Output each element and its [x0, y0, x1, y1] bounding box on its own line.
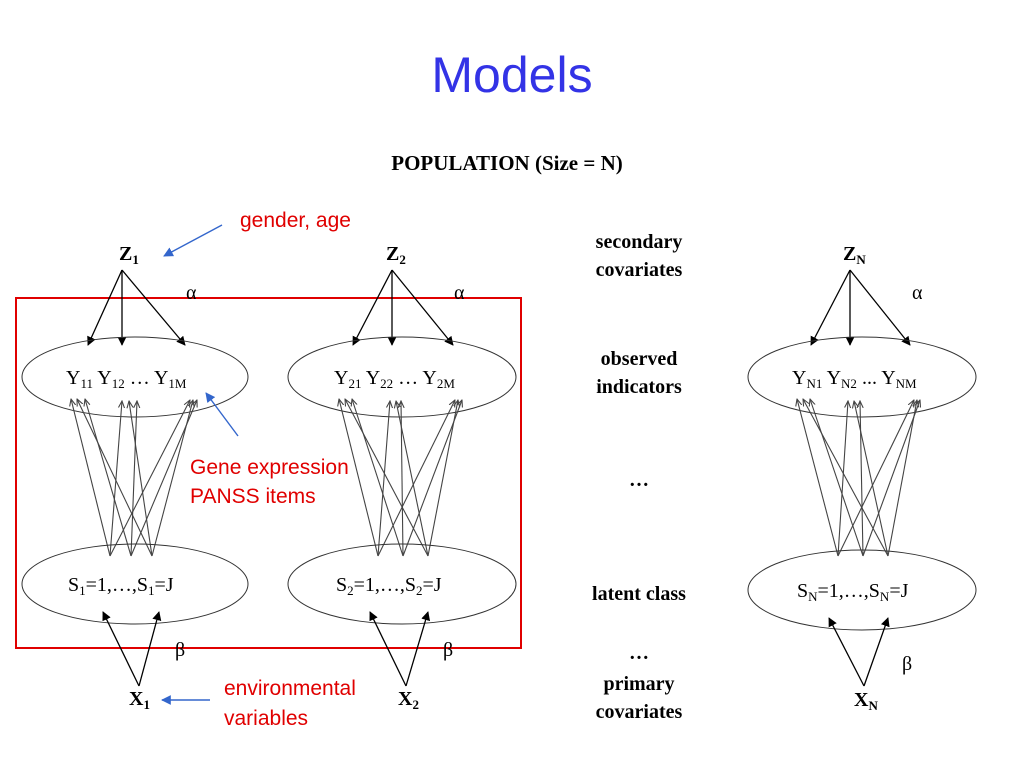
label-covariates-secondary: covariates: [596, 259, 683, 281]
beta-label-n: β: [902, 653, 912, 675]
label-primary: primary: [603, 673, 674, 695]
x-node-1: X1: [129, 688, 150, 712]
label-latent-class: latent class: [592, 583, 686, 605]
x-arrow: [405, 611, 431, 687]
annotation-arrow-gender: [163, 224, 223, 257]
annotation-variables: variables: [224, 707, 308, 730]
label-indicators: indicators: [596, 376, 682, 398]
beta-label-2: β: [443, 639, 453, 661]
y-items-n: YN1 YN2 ... YNM: [792, 367, 917, 391]
s-to-y-arrows-n: [797, 399, 920, 557]
observed-ellipse-2: [287, 336, 517, 418]
label-dots-2: …: [629, 642, 649, 664]
model-n: ZN α YN1 YN2 ... YNM SN=1,…,SN=J β XN: [747, 243, 977, 713]
label-covariates-primary: covariates: [596, 701, 683, 723]
annotation-panss-items: PANSS items: [190, 485, 316, 508]
x-arrow: [828, 617, 865, 687]
model-1: Z1 α Y11 Y12 … Y1M S1=1,…,S1=J β X1: [21, 243, 249, 712]
x-arrow: [369, 611, 407, 687]
x-arrow: [102, 611, 140, 687]
annotation-arrow-gene: [205, 392, 239, 437]
page-title: Models: [431, 47, 592, 103]
observed-ellipse-1: [21, 336, 249, 418]
z-arrow: [810, 269, 851, 346]
z-arrow: [391, 269, 454, 346]
alpha-label-2: α: [454, 282, 465, 304]
highlight-box: [15, 297, 522, 649]
beta-label-1: β: [175, 639, 185, 661]
s-classes-1: S1=1,…,S1=J: [68, 574, 174, 598]
x-arrow: [863, 617, 890, 687]
alpha-label-1: α: [186, 282, 197, 304]
side-labels: secondary covariates observed indicators…: [592, 231, 686, 723]
label-dots-1: …: [629, 469, 649, 491]
z-node-2: Z2: [386, 243, 406, 267]
label-observed: observed: [601, 348, 678, 370]
s-to-y-arrows-1: [71, 399, 197, 557]
alpha-label-n: α: [912, 282, 923, 304]
model-2: Z2 α Y21 Y22 … Y2M S2=1,…,S2=J β X2: [287, 243, 517, 712]
s-classes-2: S2=1,…,S2=J: [336, 574, 442, 598]
annotation-gender-age: gender, age: [240, 209, 351, 232]
y-items-2: Y21 Y22 … Y2M: [334, 367, 455, 391]
annotation-environmental: environmental: [224, 677, 356, 700]
z-node-1: Z1: [119, 243, 139, 267]
annotation-gene-expression: Gene expression: [190, 456, 349, 479]
observed-ellipse-n: [747, 336, 977, 418]
y-items-1: Y11 Y12 … Y1M: [66, 367, 187, 391]
x-node-2: X2: [398, 688, 419, 712]
z-arrow: [121, 269, 186, 346]
z-arrow: [87, 269, 123, 346]
latent-ellipse-n: [747, 549, 977, 631]
z-arrow: [849, 269, 911, 346]
s-to-y-arrows-2: [339, 399, 462, 557]
z-node-n: ZN: [843, 243, 866, 267]
z-arrow: [352, 269, 393, 346]
x-arrow: [138, 611, 162, 687]
x-node-n: XN: [854, 689, 878, 713]
population-label: POPULATION (Size = N): [391, 151, 622, 175]
s-classes-n: SN=1,…,SN=J: [797, 580, 909, 604]
label-secondary: secondary: [596, 231, 683, 253]
latent-ellipse-1: [21, 543, 249, 625]
latent-ellipse-2: [287, 543, 517, 625]
